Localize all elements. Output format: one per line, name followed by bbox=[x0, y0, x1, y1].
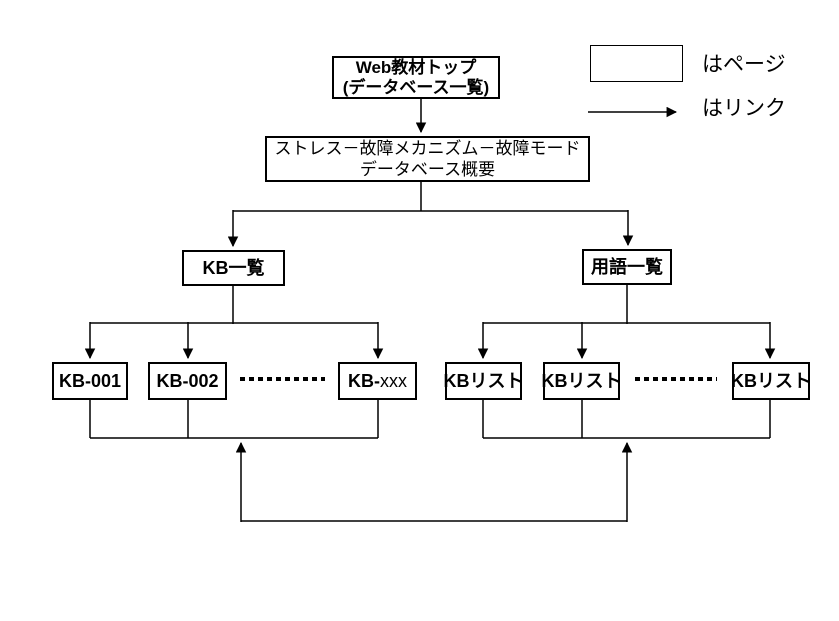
legend-page-box bbox=[590, 45, 683, 82]
node-kb-index-label: KB一覧 bbox=[202, 258, 265, 278]
node-kb-xxx-label: KB-xxx bbox=[348, 371, 407, 391]
node-kb-001: KB-001 bbox=[52, 362, 128, 400]
node-term-index-label: 用語一覧 bbox=[591, 257, 663, 277]
node-term-page-1-label: KBリスト bbox=[443, 371, 524, 391]
node-kb-002: KB-002 bbox=[148, 362, 227, 400]
node-term-page-2: KBリスト bbox=[541, 362, 622, 400]
legend-link-label: はリンク bbox=[702, 97, 786, 120]
node-term-page-3: KBリスト bbox=[731, 362, 811, 400]
node-db-overview-line1: ストレス－故障メカニズム－故障モード bbox=[274, 139, 581, 158]
node-term-index: 用語一覧 bbox=[582, 249, 672, 285]
node-term-page-2-label: KBリスト bbox=[541, 371, 622, 391]
node-kb-xxx: KB-xxx bbox=[338, 362, 417, 400]
node-db-overview-line2: データベース概要 bbox=[359, 160, 496, 179]
node-term-page-3-label: KBリスト bbox=[731, 371, 811, 391]
node-kb-index: KB一覧 bbox=[182, 250, 285, 286]
node-web-top-line2: (データベース一覧) bbox=[342, 77, 490, 97]
legend-page-label: はページ bbox=[702, 53, 786, 76]
node-kb-001-label: KB-001 bbox=[58, 371, 122, 391]
node-db-overview: ストレス－故障メカニズム－故障モード データベース概要 bbox=[265, 136, 590, 182]
node-term-page-1: KBリスト bbox=[443, 362, 524, 400]
node-web-top-line1: Web教材トップ bbox=[355, 57, 477, 77]
node-kb-002-label: KB-002 bbox=[156, 371, 219, 391]
node-web-top: Web教材トップ (データベース一覧) bbox=[332, 56, 500, 99]
